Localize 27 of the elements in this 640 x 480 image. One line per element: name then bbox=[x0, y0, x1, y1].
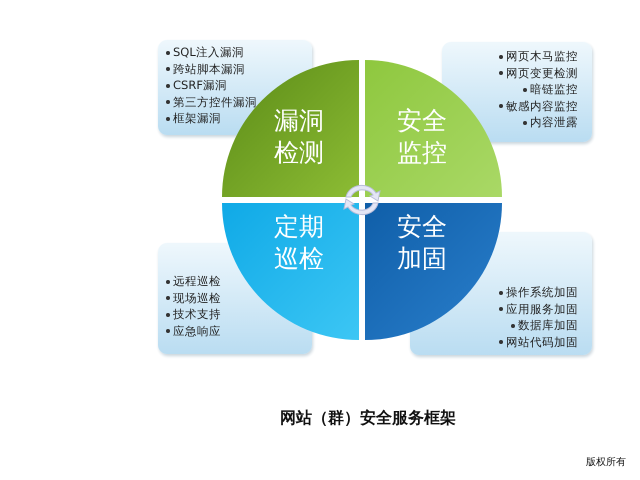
pie-slice bbox=[222, 203, 359, 340]
list-item: 跨站脚本漏洞 bbox=[173, 62, 245, 76]
slice-label: 定期巡检 bbox=[273, 211, 325, 275]
slice-label: 安全加固 bbox=[396, 211, 448, 275]
list-item: 技术支持 bbox=[173, 307, 221, 321]
list-item: SQL注入漏洞 bbox=[173, 45, 244, 59]
list-item: 操作系统加固 bbox=[506, 285, 578, 299]
pie-slice bbox=[365, 60, 502, 197]
list-item: 网页木马监控 bbox=[506, 49, 578, 63]
list-item: 敏感内容监控 bbox=[506, 98, 578, 112]
list-item: 第三方控件漏洞 bbox=[173, 94, 257, 108]
list-item: 暗链监控 bbox=[530, 82, 578, 96]
list-item: CSRF漏洞 bbox=[173, 78, 227, 92]
title: 网站（群）安全服务框架 bbox=[279, 408, 457, 429]
slice-label: 漏洞检测 bbox=[273, 105, 325, 169]
list-item: 现场巡检 bbox=[173, 290, 221, 304]
copyright-note: 版权所有 bbox=[586, 456, 626, 469]
list-item: 应用服务加固 bbox=[506, 302, 578, 316]
list-item: 网站代码加固 bbox=[506, 334, 578, 348]
list-item: 远程巡检 bbox=[173, 274, 221, 288]
slice-label: 安全监控 bbox=[396, 105, 448, 169]
list-item: 内容泄露 bbox=[530, 115, 578, 129]
list-item: 应急响应 bbox=[173, 324, 221, 338]
pie-slice bbox=[365, 203, 502, 340]
list-item: 网页变更检测 bbox=[506, 66, 578, 80]
list-item: 框架漏洞 bbox=[173, 111, 221, 125]
list-item: 数据库加固 bbox=[518, 318, 578, 332]
